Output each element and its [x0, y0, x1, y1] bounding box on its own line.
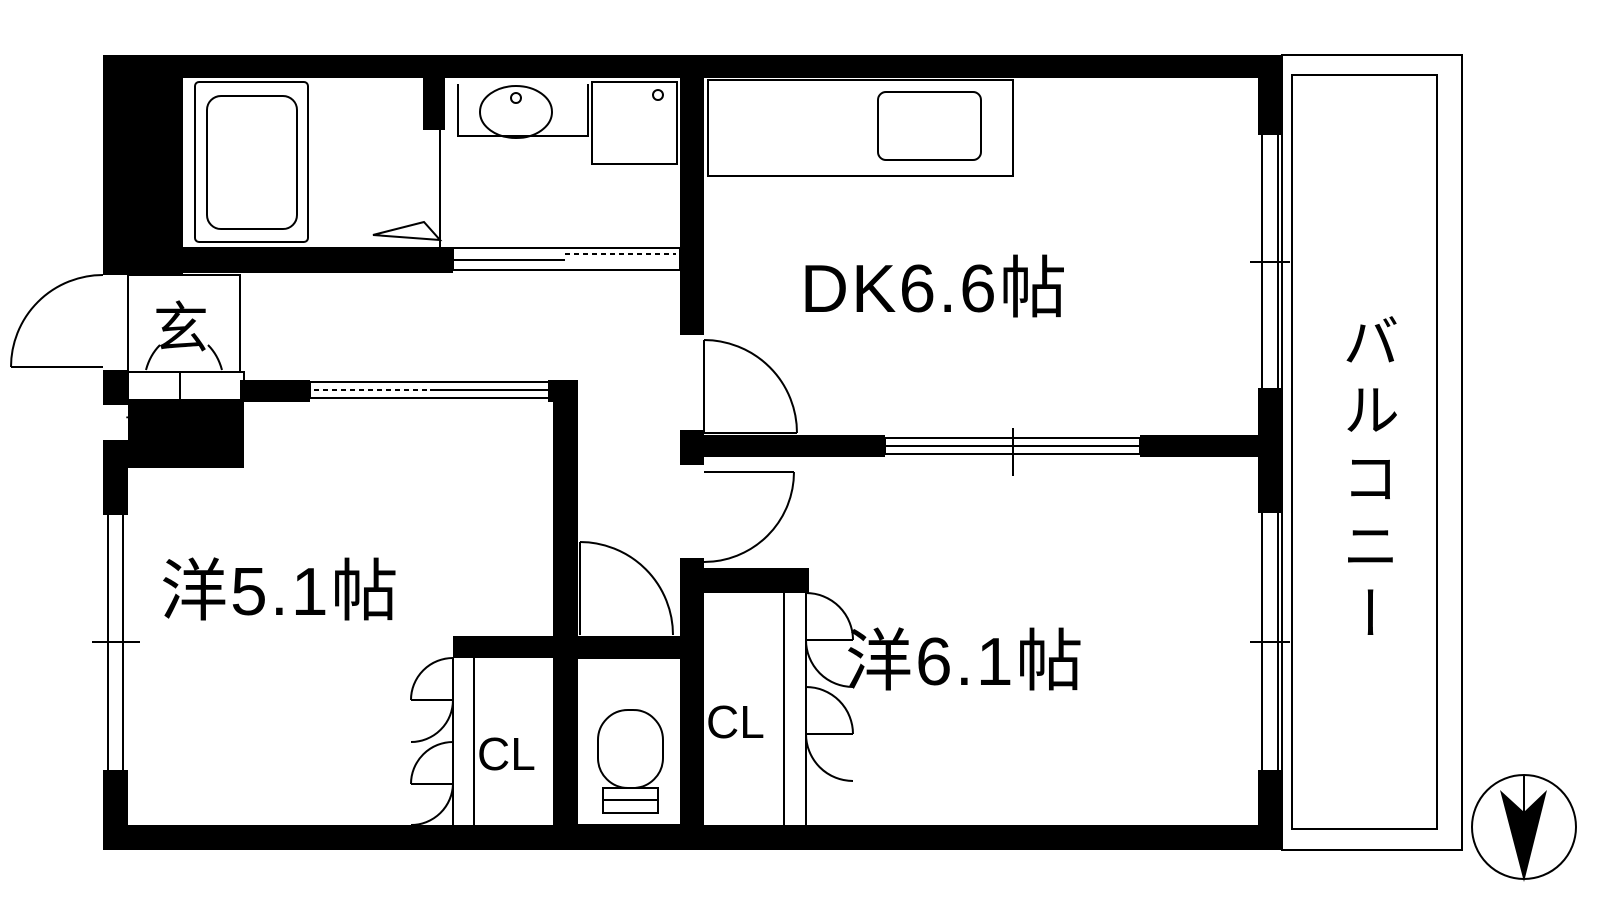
room-label-western-1: 洋5.1帖: [160, 554, 401, 630]
room-label-balcony: バルコニー: [1332, 312, 1400, 652]
interior-walls: [128, 55, 1283, 850]
room-label-shoe-box: 下足箱: [125, 413, 197, 441]
windows: [92, 135, 1290, 770]
room-label-western-2: 洋6.1帖: [845, 624, 1086, 700]
swing-doors: [10, 130, 798, 636]
wash-basin-icon: [457, 81, 678, 165]
room-label-dk: DK6.6帖: [800, 251, 1069, 327]
shoe-box: [127, 274, 245, 401]
room-label-genkan: 玄: [153, 297, 209, 362]
bathtub-icon: [194, 81, 309, 243]
room-label-closet-1: CL: [477, 728, 536, 780]
sliding-doors: [309, 247, 1141, 476]
room-label-closet-2: CL: [706, 696, 765, 748]
toilet-icon: [578, 657, 680, 826]
north-arrow-icon: [1471, 774, 1577, 882]
kitchen-sink-icon: [707, 79, 1014, 177]
closet-folding-doors: [410, 592, 854, 826]
